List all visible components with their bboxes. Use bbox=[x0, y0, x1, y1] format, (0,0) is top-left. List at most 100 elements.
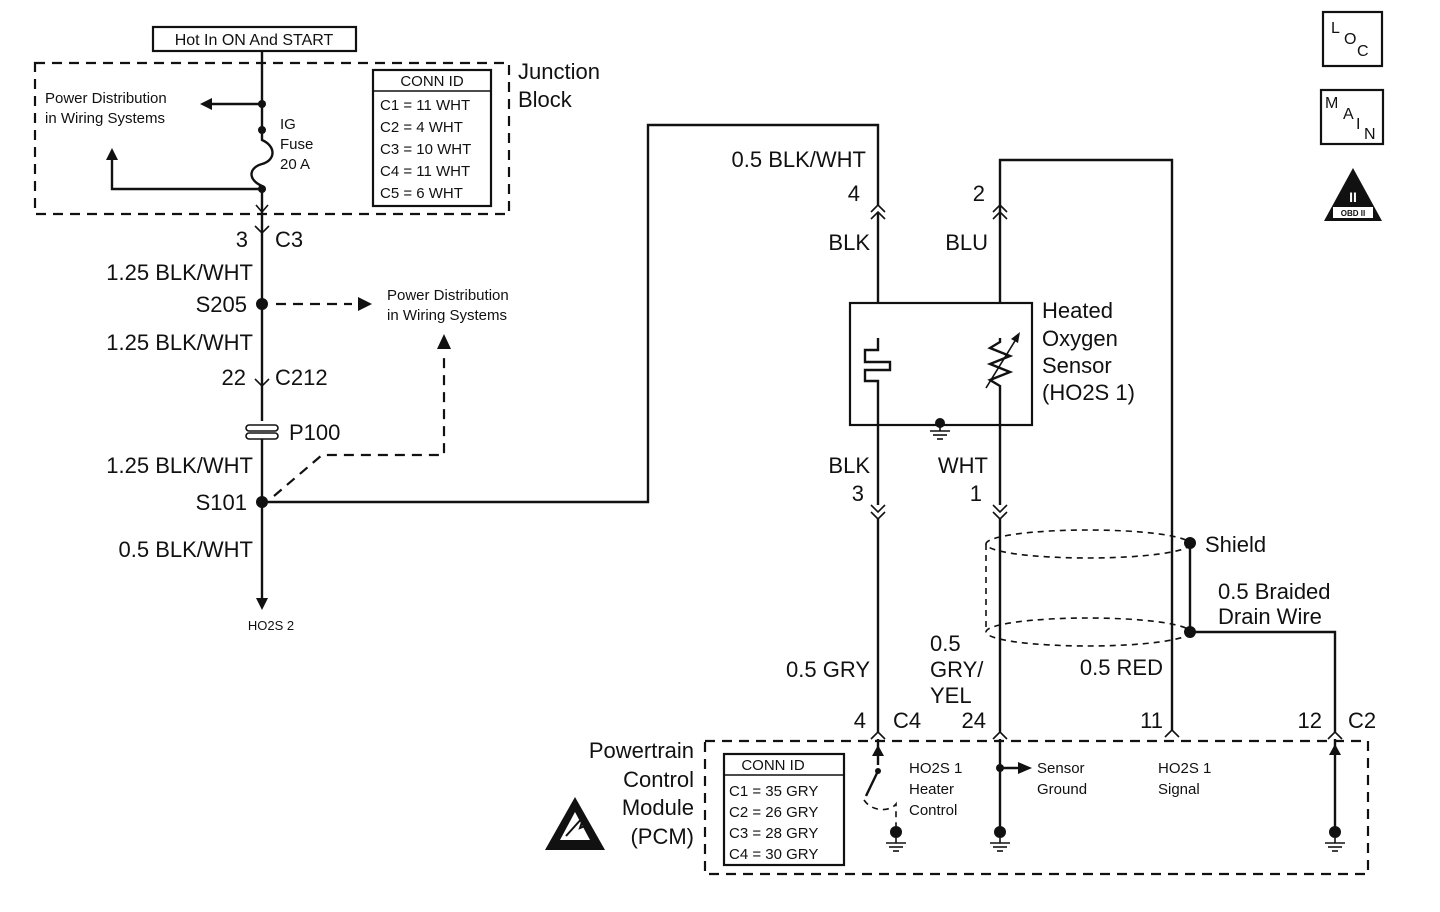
pcm-conn-id-box bbox=[722, 752, 846, 867]
drain-wire bbox=[1190, 630, 1337, 732]
sensor-name-3: Sensor bbox=[1042, 353, 1112, 378]
pcm-pin11-connector-icon bbox=[1164, 728, 1180, 738]
pcm-name-2: Control bbox=[623, 767, 694, 792]
p100-icon bbox=[245, 424, 279, 432]
jb-power-distribution-2: in Wiring Systems bbox=[45, 110, 165, 127]
heater-ground-node bbox=[890, 826, 902, 838]
shield-label: Shield bbox=[1205, 532, 1266, 557]
main-icon[interactable]: M A I N bbox=[1319, 88, 1385, 146]
sensor-name-2: Oxygen bbox=[1042, 326, 1118, 351]
pcm-pin4-connector-icon bbox=[870, 730, 886, 740]
braided-label-1: 0.5 Braided bbox=[1218, 579, 1331, 604]
sensor-ground-node bbox=[935, 418, 945, 428]
s101-dashed-branch bbox=[273, 352, 446, 497]
s205-label: S205 bbox=[196, 292, 247, 317]
hot-in-label: Hot In ON And START bbox=[175, 32, 334, 49]
jb-conn-row: C3 = 10 WHT bbox=[380, 141, 471, 158]
pcm-c2-label: C2 bbox=[1348, 708, 1376, 733]
heater-switch-icon bbox=[864, 770, 880, 797]
fuse-icon bbox=[250, 130, 274, 189]
heater-element-icon bbox=[863, 338, 892, 505]
c212-pin: 22 bbox=[222, 365, 246, 390]
drain-ground-node bbox=[1329, 826, 1341, 838]
pcm-conn-row: C1 = 35 GRY bbox=[729, 783, 818, 800]
c212-label: C212 bbox=[275, 365, 328, 390]
shield-bottom-ellipse bbox=[985, 617, 1191, 647]
jb-conn-row: C2 = 4 WHT bbox=[380, 119, 463, 136]
wire-gryyel-2: GRY/ bbox=[930, 657, 984, 682]
shield-top-ellipse bbox=[985, 529, 1191, 559]
loc-letter: C bbox=[1357, 43, 1369, 60]
jb-conn-id-box bbox=[371, 68, 493, 208]
jb-return-branch bbox=[110, 158, 262, 191]
sensor-name-4: (HO2S 1) bbox=[1042, 380, 1135, 405]
sensor-ground-arrow-icon bbox=[1018, 762, 1032, 774]
c3-label: C3 bbox=[275, 227, 303, 252]
jb-conn-id-title: CONN ID bbox=[400, 73, 464, 90]
sensor-name-1: Heated bbox=[1042, 298, 1113, 323]
jb-conn-row: C4 = 11 WHT bbox=[380, 163, 470, 180]
wire-label-4: 0.5 BLK/WHT bbox=[119, 537, 253, 562]
main-letter: N bbox=[1364, 126, 1376, 143]
wire-gryyel-1: 0.5 bbox=[930, 631, 961, 656]
jb-conn-row: C5 = 6 WHT bbox=[380, 185, 463, 202]
pcm-pin11: 11 bbox=[1140, 708, 1163, 733]
heater-control-2: Heater bbox=[909, 781, 954, 798]
main-letter: M bbox=[1325, 95, 1338, 112]
signal-wire bbox=[998, 158, 1174, 730]
sensor-wire-top: 0.5 BLK/WHT bbox=[732, 147, 866, 172]
pcm-ground-node bbox=[994, 826, 1006, 838]
ho2s2-arrow-icon bbox=[256, 598, 268, 610]
loc-letter: L bbox=[1331, 20, 1340, 37]
hot-in-label-box bbox=[151, 25, 358, 53]
wire-gry-label: 0.5 GRY bbox=[786, 657, 870, 682]
pcm-pin12-connector-icon bbox=[1327, 730, 1343, 740]
power-dist-arrow-icon bbox=[200, 98, 212, 110]
sensor-ground-1: Sensor bbox=[1037, 760, 1085, 777]
heater-switch-link bbox=[863, 799, 897, 826]
c3-pin: 3 bbox=[236, 227, 248, 252]
sensor-pin3-connector-icon bbox=[870, 504, 886, 514]
sensor-ground-2: Ground bbox=[1037, 781, 1087, 798]
jb-conn-row: C1 = 11 WHT bbox=[380, 97, 470, 114]
s205-splice bbox=[256, 298, 268, 310]
wire-red-label: 0.5 RED bbox=[1080, 655, 1163, 680]
pcm-conn-row: C4 = 30 GRY bbox=[729, 846, 818, 863]
s205-arrow-icon bbox=[358, 297, 372, 311]
wire-label-1: 1.25 BLK/WHT bbox=[106, 260, 253, 285]
pcm-pin12: 12 bbox=[1298, 708, 1322, 733]
sensor-pin4-connector-icon bbox=[870, 203, 886, 213]
fuse-label-1: IG bbox=[280, 116, 296, 133]
drain-arrow-icon bbox=[1329, 744, 1341, 755]
s101-label: S101 bbox=[196, 490, 247, 515]
junction-block-title-1: Junction bbox=[518, 59, 600, 84]
sensor-pin2-connector-icon bbox=[992, 203, 1008, 213]
fuse-label-2: Fuse bbox=[280, 136, 313, 153]
loc-icon[interactable]: L O C bbox=[1321, 10, 1384, 68]
pcm-c4-label: C4 bbox=[893, 708, 921, 733]
loc-letter: O bbox=[1344, 31, 1356, 48]
left-power-distribution-2: in Wiring Systems bbox=[387, 307, 507, 324]
junction-block-title-2: Block bbox=[518, 87, 573, 112]
pcm-name-1: Powertrain bbox=[589, 738, 694, 763]
sensor-pin1-connector-icon bbox=[992, 504, 1008, 514]
pcm-conn-row: C2 = 26 GRY bbox=[729, 804, 818, 821]
pcm-conn-row: C3 = 28 GRY bbox=[729, 825, 818, 842]
left-power-distribution-1: Power Distribution bbox=[387, 287, 509, 304]
braided-label-2: Drain Wire bbox=[1218, 604, 1322, 629]
sensor-blu: BLU bbox=[945, 230, 988, 255]
wire-label-2: 1.25 BLK/WHT bbox=[106, 330, 253, 355]
sensor-resistor-icon bbox=[986, 338, 1014, 505]
obd-label: OBD II bbox=[1341, 209, 1365, 218]
esd-warning-icon bbox=[545, 797, 605, 850]
obd-ii-icon[interactable]: II OBD II bbox=[1324, 168, 1382, 221]
heater-control-arrow-icon bbox=[872, 745, 884, 756]
sensor-variable-arrow-icon bbox=[985, 335, 1019, 389]
jb-power-distribution-1: Power Distribution bbox=[45, 90, 167, 107]
main-letter: A bbox=[1343, 106, 1354, 123]
fuse-label-3: 20 A bbox=[280, 156, 310, 173]
wire-gryyel-3: YEL bbox=[930, 683, 972, 708]
signal-label-2: Signal bbox=[1158, 781, 1200, 798]
main-letter: I bbox=[1356, 116, 1360, 133]
